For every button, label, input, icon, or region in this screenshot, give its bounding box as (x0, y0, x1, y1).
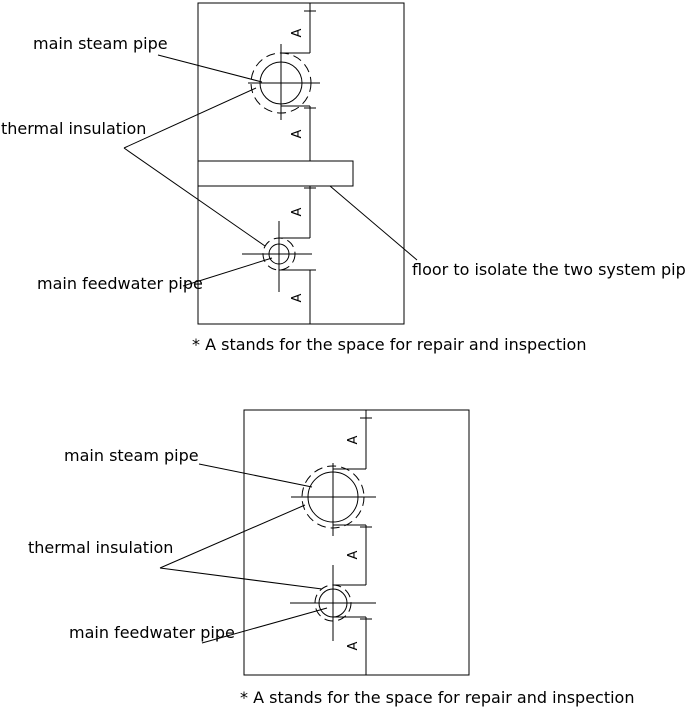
bottom-label-main-feedwater-pipe: main feedwater pipe (69, 623, 235, 642)
bottom-dimension-lines (360, 410, 372, 675)
top-footnote: * A stands for the space for repair and … (192, 335, 586, 354)
bottom-dim-a-2: A (346, 550, 361, 559)
bottom-dim-a-3: A (346, 641, 361, 650)
top-enclosure (197, 2, 405, 325)
bottom-label-thermal-insulation: thermal insulation (28, 538, 173, 557)
top-dim-a-2: A (290, 129, 305, 138)
top-label-floor: floor to isolate the two system pipes (412, 260, 685, 279)
top-dim-a-4: A (290, 293, 305, 302)
top-label-thermal-insulation: thermal insulation (1, 119, 146, 138)
top-label-main-feedwater-pipe: main feedwater pipe (37, 274, 203, 293)
top-main-steam-pipe (248, 44, 320, 120)
top-leader-lines (123, 54, 418, 287)
bottom-enclosure (243, 409, 470, 676)
top-floor-slab (197, 160, 354, 187)
top-dim-a-1: A (290, 28, 305, 37)
bottom-label-main-steam-pipe: main steam pipe (64, 446, 199, 465)
bottom-footnote: * A stands for the space for repair and … (240, 688, 634, 707)
top-dimension-lines (304, 3, 316, 324)
top-dim-a-3: A (290, 207, 305, 216)
bottom-diagram: A A A main steam pipe thermal insulation… (28, 409, 634, 707)
top-label-main-steam-pipe: main steam pipe (33, 34, 168, 53)
top-diagram: A A A A main steam pipe thermal insulati… (1, 2, 685, 354)
top-main-feedwater-pipe (242, 221, 312, 292)
bottom-main-feedwater-pipe (290, 565, 376, 641)
bottom-leader-lines (159, 463, 328, 644)
bottom-dim-a-1: A (346, 435, 361, 444)
bottom-main-steam-pipe (291, 463, 376, 536)
